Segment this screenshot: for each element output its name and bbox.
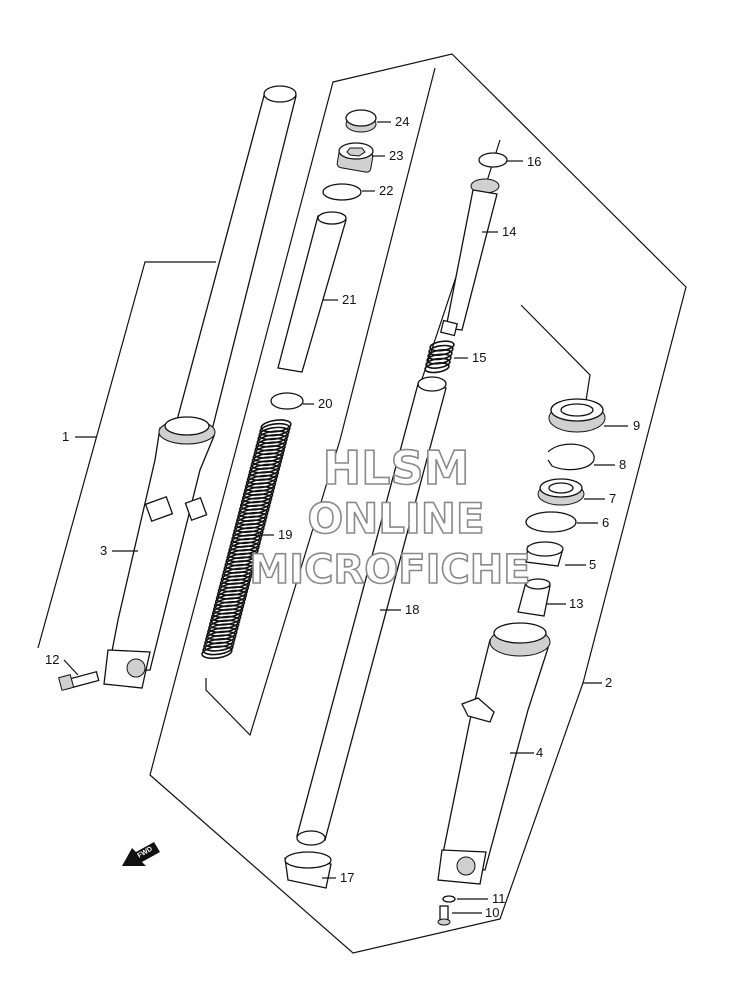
- oil-lock-13: [517, 578, 551, 617]
- cap-24: [345, 109, 377, 133]
- callout-10: 10: [485, 905, 499, 920]
- spacer-21: [277, 211, 347, 373]
- callout-22: 22: [379, 183, 393, 198]
- bolt-10: [437, 905, 451, 926]
- inner-tube-left: [175, 85, 297, 431]
- callout-1: 1: [62, 429, 69, 444]
- fwd-arrow-icon: FWD: [122, 842, 160, 866]
- callout-23: 23: [389, 148, 403, 163]
- washer-6: [525, 511, 577, 533]
- group-outline-2: [149, 53, 687, 954]
- callout-16: 16: [527, 154, 541, 169]
- leader-line-12: [63, 659, 79, 676]
- callout-20: 20: [318, 396, 332, 411]
- bolt-12: [58, 670, 100, 691]
- watermark-line-2: ONLINE: [307, 494, 484, 543]
- callout-9: 9: [633, 418, 640, 433]
- bushing-17: [284, 851, 332, 889]
- ring-16: [478, 152, 508, 168]
- snap-ring-8: [547, 443, 595, 471]
- washer-20: [270, 392, 304, 410]
- callout-6: 6: [602, 515, 609, 530]
- watermark-line-1: HLSM: [323, 441, 470, 495]
- callout-3: 3: [100, 543, 107, 558]
- outer-tube-left: [103, 416, 216, 689]
- group-outline-inner-left: [205, 67, 436, 737]
- callout-13: 13: [569, 596, 583, 611]
- callout-15: 15: [472, 350, 486, 365]
- callout-19: 19: [278, 527, 292, 542]
- callout-11: 11: [492, 891, 506, 906]
- o-ring-22: [322, 183, 362, 201]
- callout-24: 24: [395, 114, 409, 129]
- outer-tube-right: [437, 622, 551, 885]
- callout-17: 17: [340, 870, 354, 885]
- inner-tube-right: [296, 376, 447, 846]
- callout-18: 18: [405, 602, 419, 617]
- callout-21: 21: [342, 292, 356, 307]
- oil-seal-7: [537, 478, 585, 506]
- rebound-spring-15: [424, 340, 455, 374]
- guide-bushing-5: [525, 541, 564, 567]
- callout-7: 7: [609, 491, 616, 506]
- dust-seal-9: [548, 398, 606, 433]
- fork-spring-19: [201, 419, 292, 660]
- cap-bolt-23: [336, 142, 374, 173]
- group-outline-1: [37, 261, 216, 649]
- callout-14: 14: [502, 224, 516, 239]
- callout-12: 12: [45, 652, 59, 667]
- callout-5: 5: [589, 557, 596, 572]
- damper-rod-14: [439, 178, 500, 337]
- callout-4: 4: [536, 745, 543, 760]
- watermark-line-3: MICROFICHE: [249, 547, 530, 593]
- callout-8: 8: [619, 457, 626, 472]
- callout-2: 2: [605, 675, 612, 690]
- washer-11: [442, 895, 456, 903]
